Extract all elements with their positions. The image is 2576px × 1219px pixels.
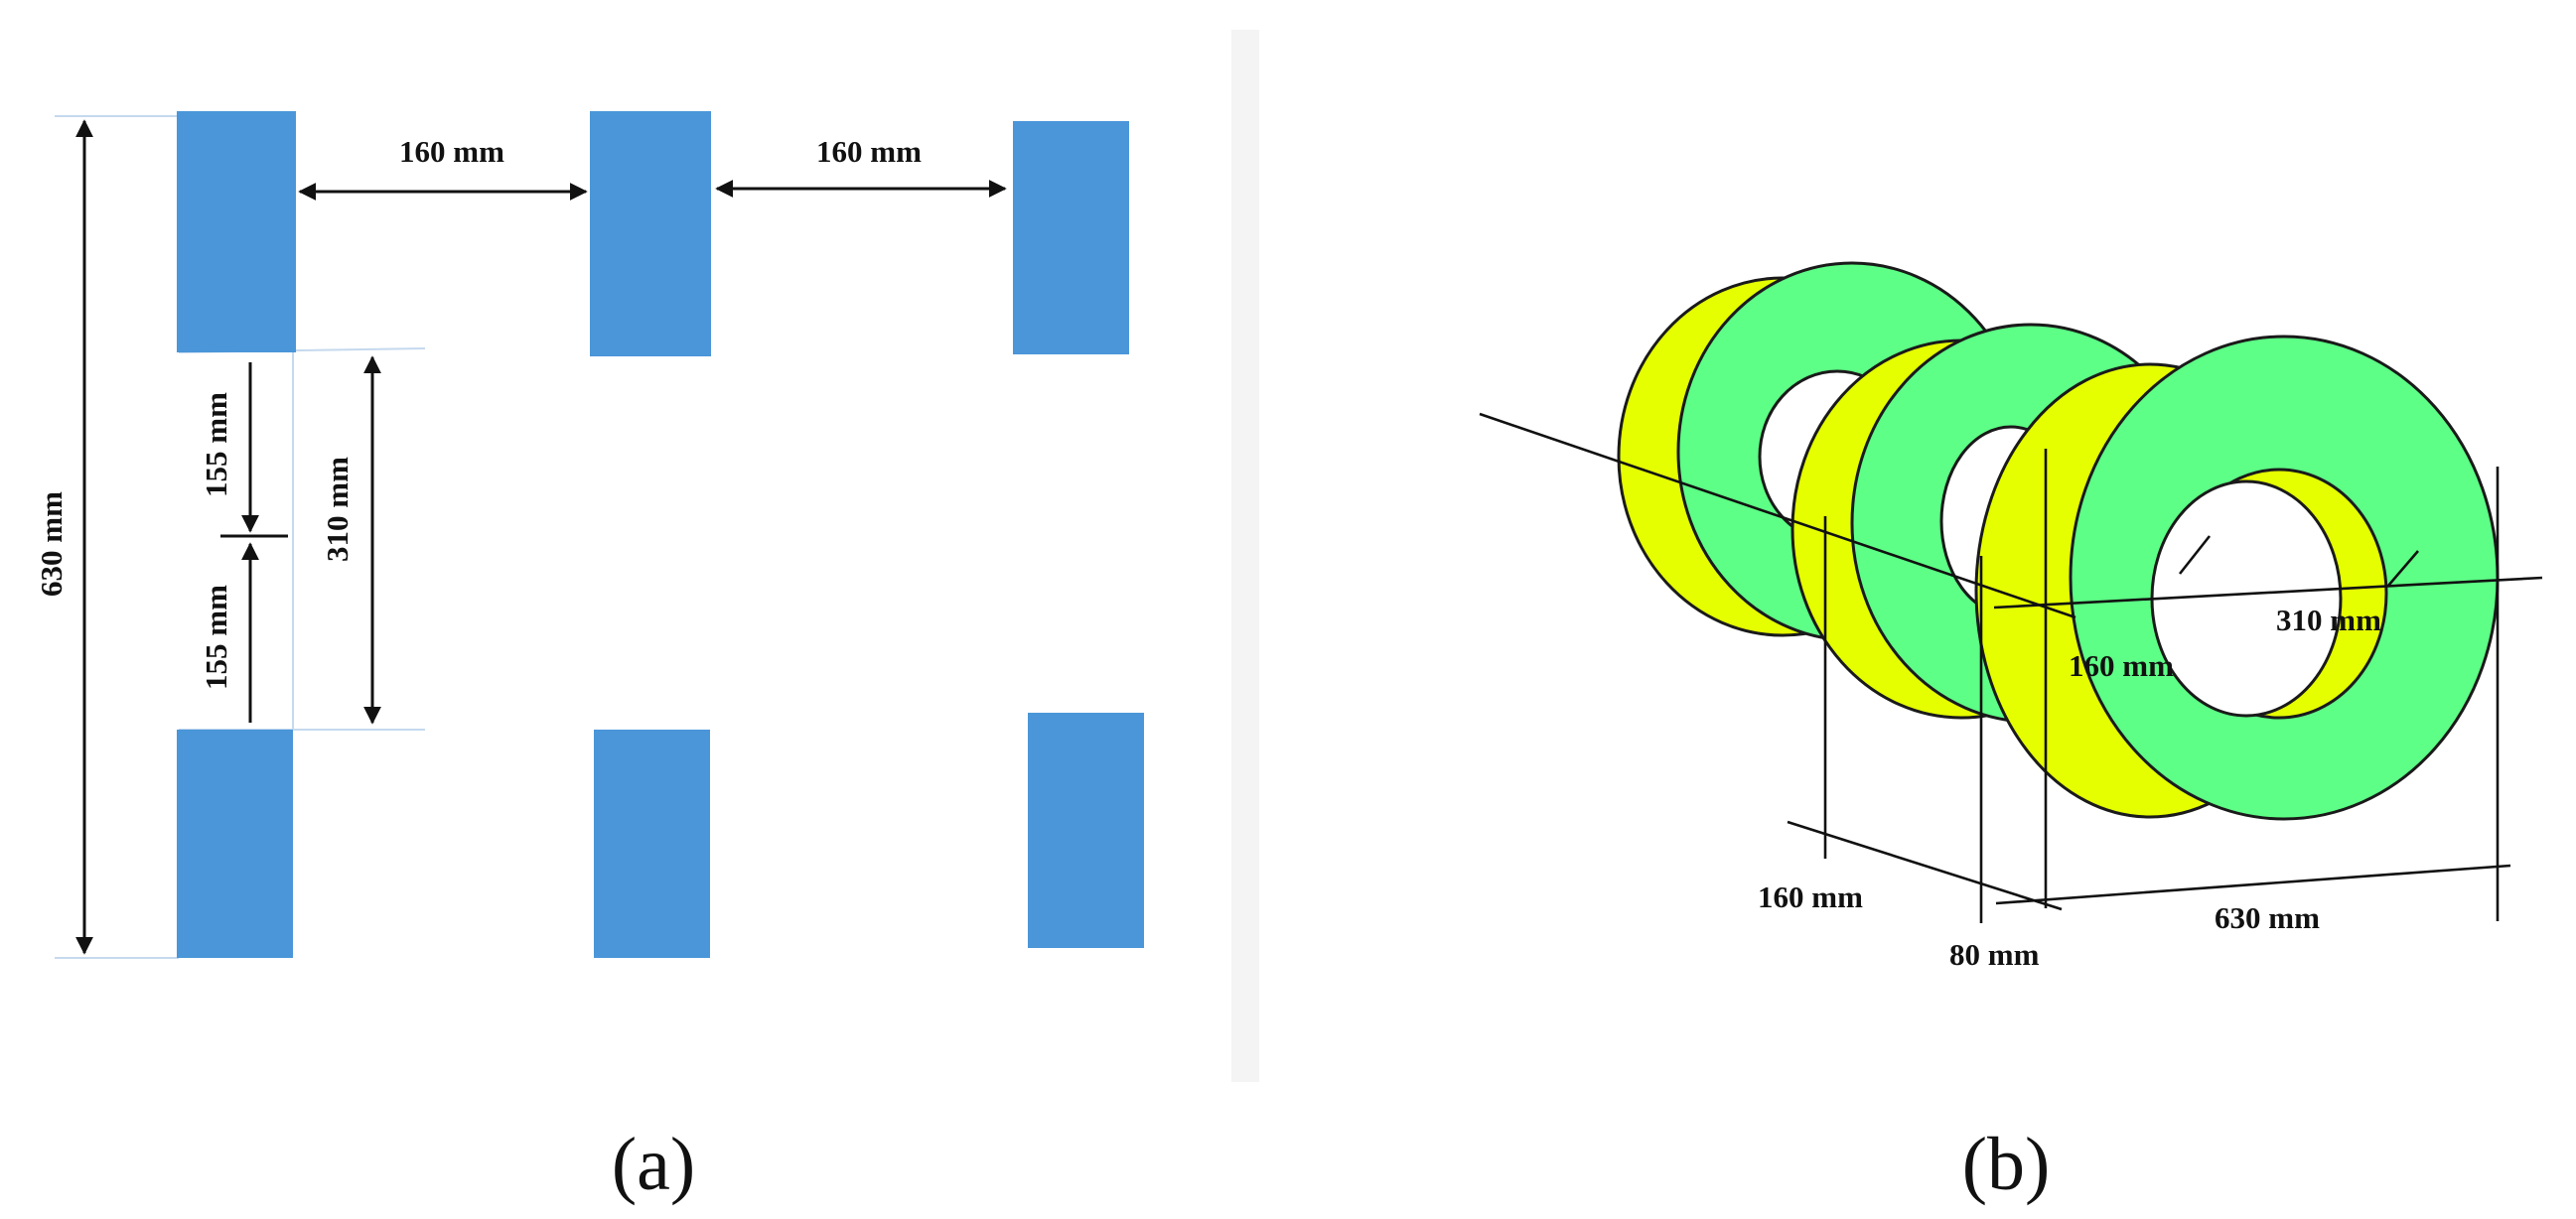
label-half-lower: 155 mm: [199, 585, 233, 690]
label-spacing: 160 mm: [2069, 648, 2174, 683]
label-gap-right: 160 mm: [816, 134, 922, 169]
label-half-upper: 155 mm: [199, 392, 233, 497]
hatch-mark: [2178, 535, 2212, 575]
label-diameter: 310 mm: [2276, 603, 2381, 637]
block-top-left: [177, 111, 296, 352]
axis-line: [1479, 412, 2076, 619]
block-bottom-right: [1028, 713, 1144, 948]
panel-a: 630 mm 160 mm 160 mm 310 mm 155 mm 155 m…: [34, 111, 1144, 1206]
panel-divider: [1231, 30, 1259, 1082]
block-bottom-middle: [594, 730, 710, 958]
block-top-right: [1013, 121, 1129, 354]
label-total-height: 630 mm: [34, 491, 69, 597]
depth-line: [1787, 820, 2063, 911]
label-thickness: 80 mm: [1949, 937, 2040, 972]
panel-b: 310 mm 160 mm 160 mm 80 mm 630 mm (b): [1479, 261, 2543, 1206]
label-length: 630 mm: [2215, 900, 2320, 935]
diameter-line: [1993, 576, 2543, 610]
label-inner-height: 310 mm: [320, 457, 355, 562]
block-bottom-left: [177, 730, 293, 958]
ring-front: [1974, 335, 2500, 821]
caption-b: (b): [1962, 1123, 2051, 1206]
label-depth: 160 mm: [1758, 880, 1863, 914]
caption-a: (a): [612, 1123, 695, 1206]
block-top-middle: [590, 111, 711, 356]
length-line: [1995, 864, 2511, 905]
label-gap-left: 160 mm: [399, 134, 504, 169]
hatch-mark: [2387, 550, 2419, 587]
